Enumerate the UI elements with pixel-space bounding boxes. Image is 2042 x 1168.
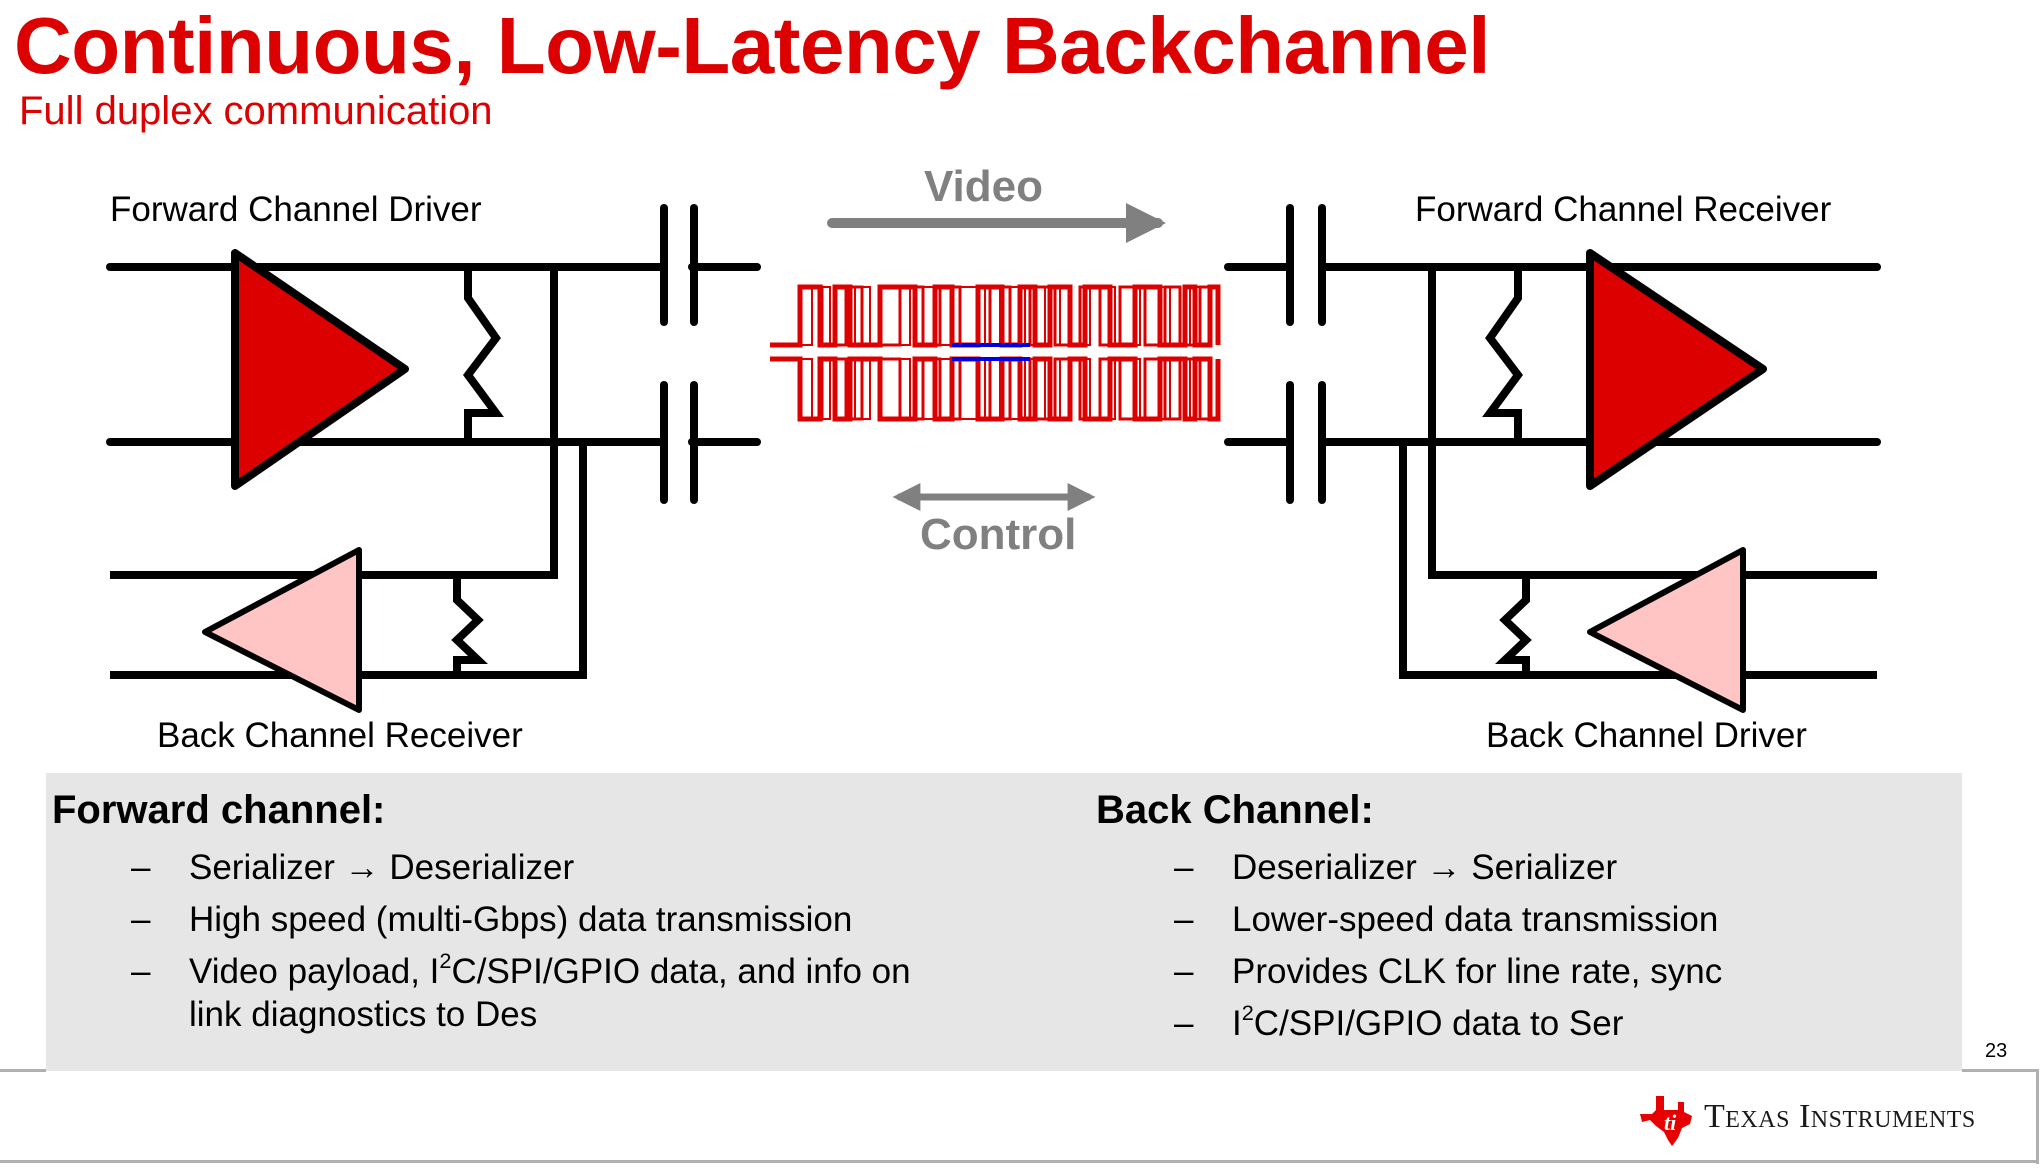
label-forward-channel-driver: Forward Channel Driver <box>110 190 482 229</box>
footer-frame <box>1962 1069 2039 1164</box>
bullet-text: I2C/SPI/GPIO data to Ser <box>1232 1002 1623 1045</box>
resistor-left-back <box>451 575 488 675</box>
label-control: Control <box>920 510 1077 559</box>
back-bullet: – Provides CLK for line rate, sync <box>1174 950 1934 993</box>
label-forward-channel-receiver: Forward Channel Receiver <box>1415 190 1832 229</box>
forward-channel-receiver-amplifier <box>1586 249 1767 490</box>
waveform-trace-top-0 <box>770 284 1221 348</box>
bullet-dash: – <box>1174 1004 1194 1043</box>
bullet-text: Video payload, I2C/SPI/GPIO data, and in… <box>189 950 911 1036</box>
serdes-circuit-diagram <box>106 203 1881 713</box>
forward-bullet: – High speed (multi-Gbps) data transmiss… <box>131 898 1031 941</box>
bullet-text: Serializer → Deserializer <box>189 848 575 887</box>
backchannel-signal <box>952 343 1030 361</box>
bullet-dash: – <box>1174 952 1194 991</box>
forward-channel-driver-amplifier <box>231 249 409 490</box>
resistor-right-back <box>1495 575 1532 675</box>
superscript: 2 <box>439 948 452 974</box>
bullet-dash: – <box>131 900 151 939</box>
ti-logo-icon: ti <box>1640 1096 1692 1146</box>
forward-channel-heading: Forward channel: <box>52 788 386 832</box>
bullet-text-part: C/SPI/GPIO data, and info on <box>451 952 911 991</box>
resistor-right-forward <box>1482 267 1523 442</box>
bus-left-upper <box>110 267 558 579</box>
back-channel-driver-amplifier <box>1587 547 1746 713</box>
waveform-trace-bottom-0 <box>770 356 1221 422</box>
bullet-dash: – <box>131 848 151 887</box>
label-back-channel-driver: Back Channel Driver <box>1486 716 1807 755</box>
info-panel: Forward channel: – Serializer → Deserial… <box>46 773 1962 1071</box>
bullet-dash: – <box>1174 848 1194 887</box>
forward-bullet: – Serializer → Deserializer <box>131 846 1031 889</box>
superscript: 2 <box>1241 1000 1254 1026</box>
bullet-text: High speed (multi-Gbps) data transmissio… <box>189 900 853 939</box>
label-video: Video <box>924 162 1044 211</box>
back-bullet: – I2C/SPI/GPIO data to Ser <box>1174 1002 1934 1045</box>
back-bullet: – Deserializer → Serializer <box>1174 846 1934 889</box>
ti-wordmark: Texas Instruments <box>1704 1098 1976 1135</box>
bullet-text-part: I <box>1232 1004 1242 1043</box>
footer-bottom-rule <box>0 1160 2039 1163</box>
back-bullet: – Lower-speed data transmission <box>1174 898 1934 941</box>
slide-title: Continuous, Low-Latency Backchannel <box>14 1 1491 90</box>
bullet-text-part: C/SPI/GPIO data to Ser <box>1253 1004 1624 1043</box>
back-channel-receiver-amplifier <box>202 547 362 713</box>
bullet-text: Lower-speed data transmission <box>1232 900 1719 939</box>
bullet-dash: – <box>1174 900 1194 939</box>
svg-text:ti: ti <box>1664 1110 1677 1135</box>
waveform-trace-bottom-2 <box>770 358 1219 420</box>
page-number: 23 <box>1985 1040 2008 1062</box>
bus-left-lower <box>110 442 587 679</box>
bullet-text: Deserializer → Serializer <box>1232 848 1618 887</box>
slide-subtitle: Full duplex communication <box>19 89 493 133</box>
right-circuit <box>1224 204 1881 679</box>
resistor-left-forward <box>463 267 504 442</box>
label-back-channel-receiver: Back Channel Receiver <box>157 716 523 755</box>
waveform-trace-top-2 <box>770 286 1219 346</box>
bullet-text-continuation: link diagnostics to Des <box>189 995 538 1034</box>
differential-signal-waveform <box>770 284 1221 422</box>
bullet-text: Provides CLK for line rate, sync <box>1232 952 1723 991</box>
forward-bullet: – Video payload, I2C/SPI/GPIO data, and … <box>131 950 1031 1040</box>
left-circuit <box>106 204 761 679</box>
bullet-dash: – <box>131 952 151 991</box>
footer-divider <box>0 1069 46 1072</box>
bullet-text-part: Video payload, I <box>189 952 440 991</box>
back-channel-heading: Back Channel: <box>1096 788 1374 832</box>
